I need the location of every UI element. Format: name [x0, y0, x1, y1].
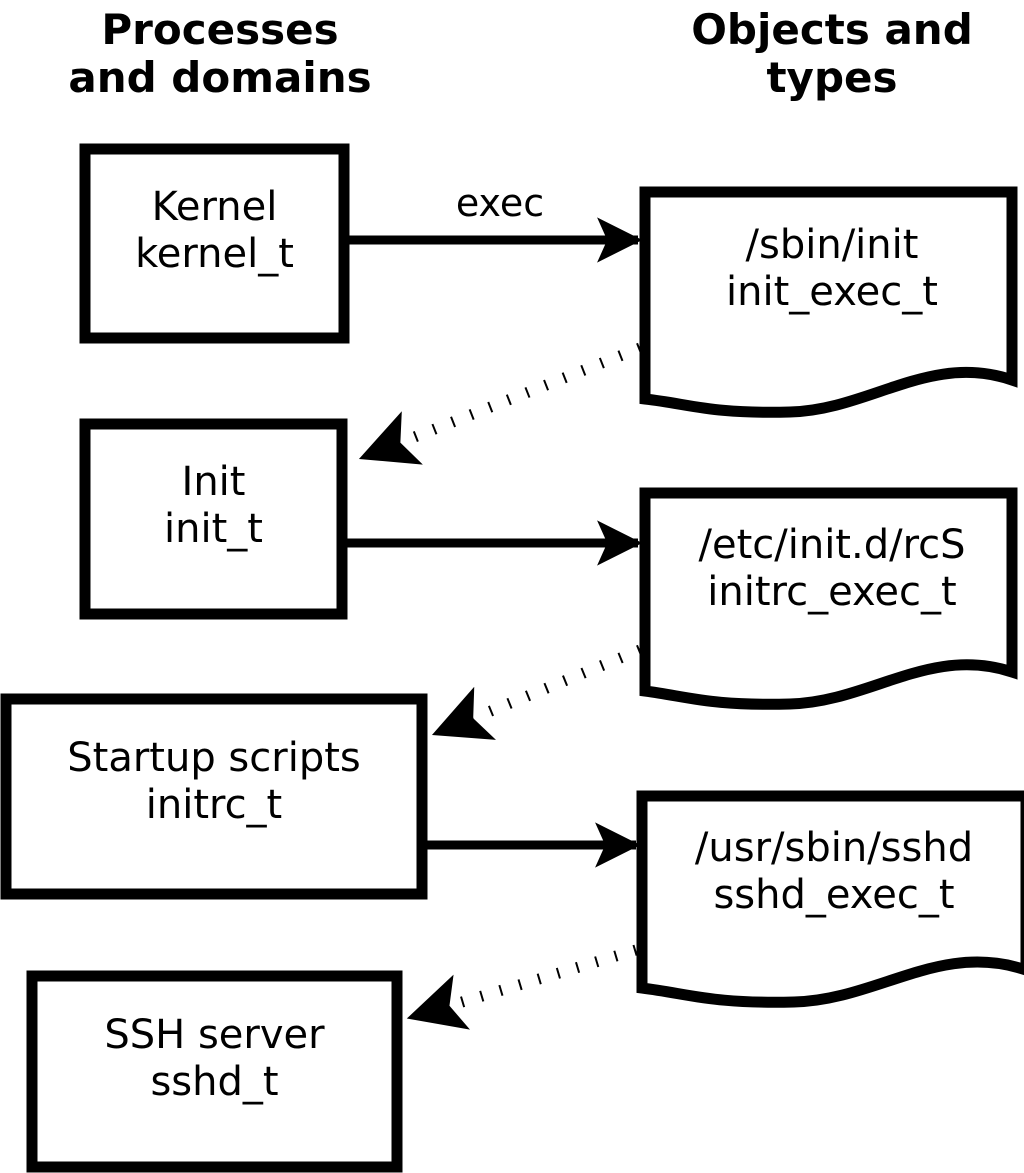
process-box-init[interactable] — [79, 418, 348, 620]
object-doc-sshd-exec[interactable] — [636, 790, 1024, 1008]
process-box-kernel[interactable] — [79, 143, 350, 344]
process-box-sshd[interactable] — [26, 970, 403, 1173]
column-header-processes: Processes and domains — [68, 5, 372, 103]
process-box-initrc[interactable] — [0, 693, 428, 900]
column-header-objects: Objects and types — [691, 5, 973, 103]
edge-initrc-exec-to-initrc — [431, 644, 643, 740]
object-doc-initrc-exec[interactable] — [639, 487, 1018, 710]
edge-sshd-exec-to-sshd — [406, 944, 638, 1030]
edge-init-exec-to-init — [358, 342, 643, 465]
object-doc-init-exec[interactable] — [639, 186, 1018, 418]
edge-label-exec: exec — [455, 181, 545, 225]
